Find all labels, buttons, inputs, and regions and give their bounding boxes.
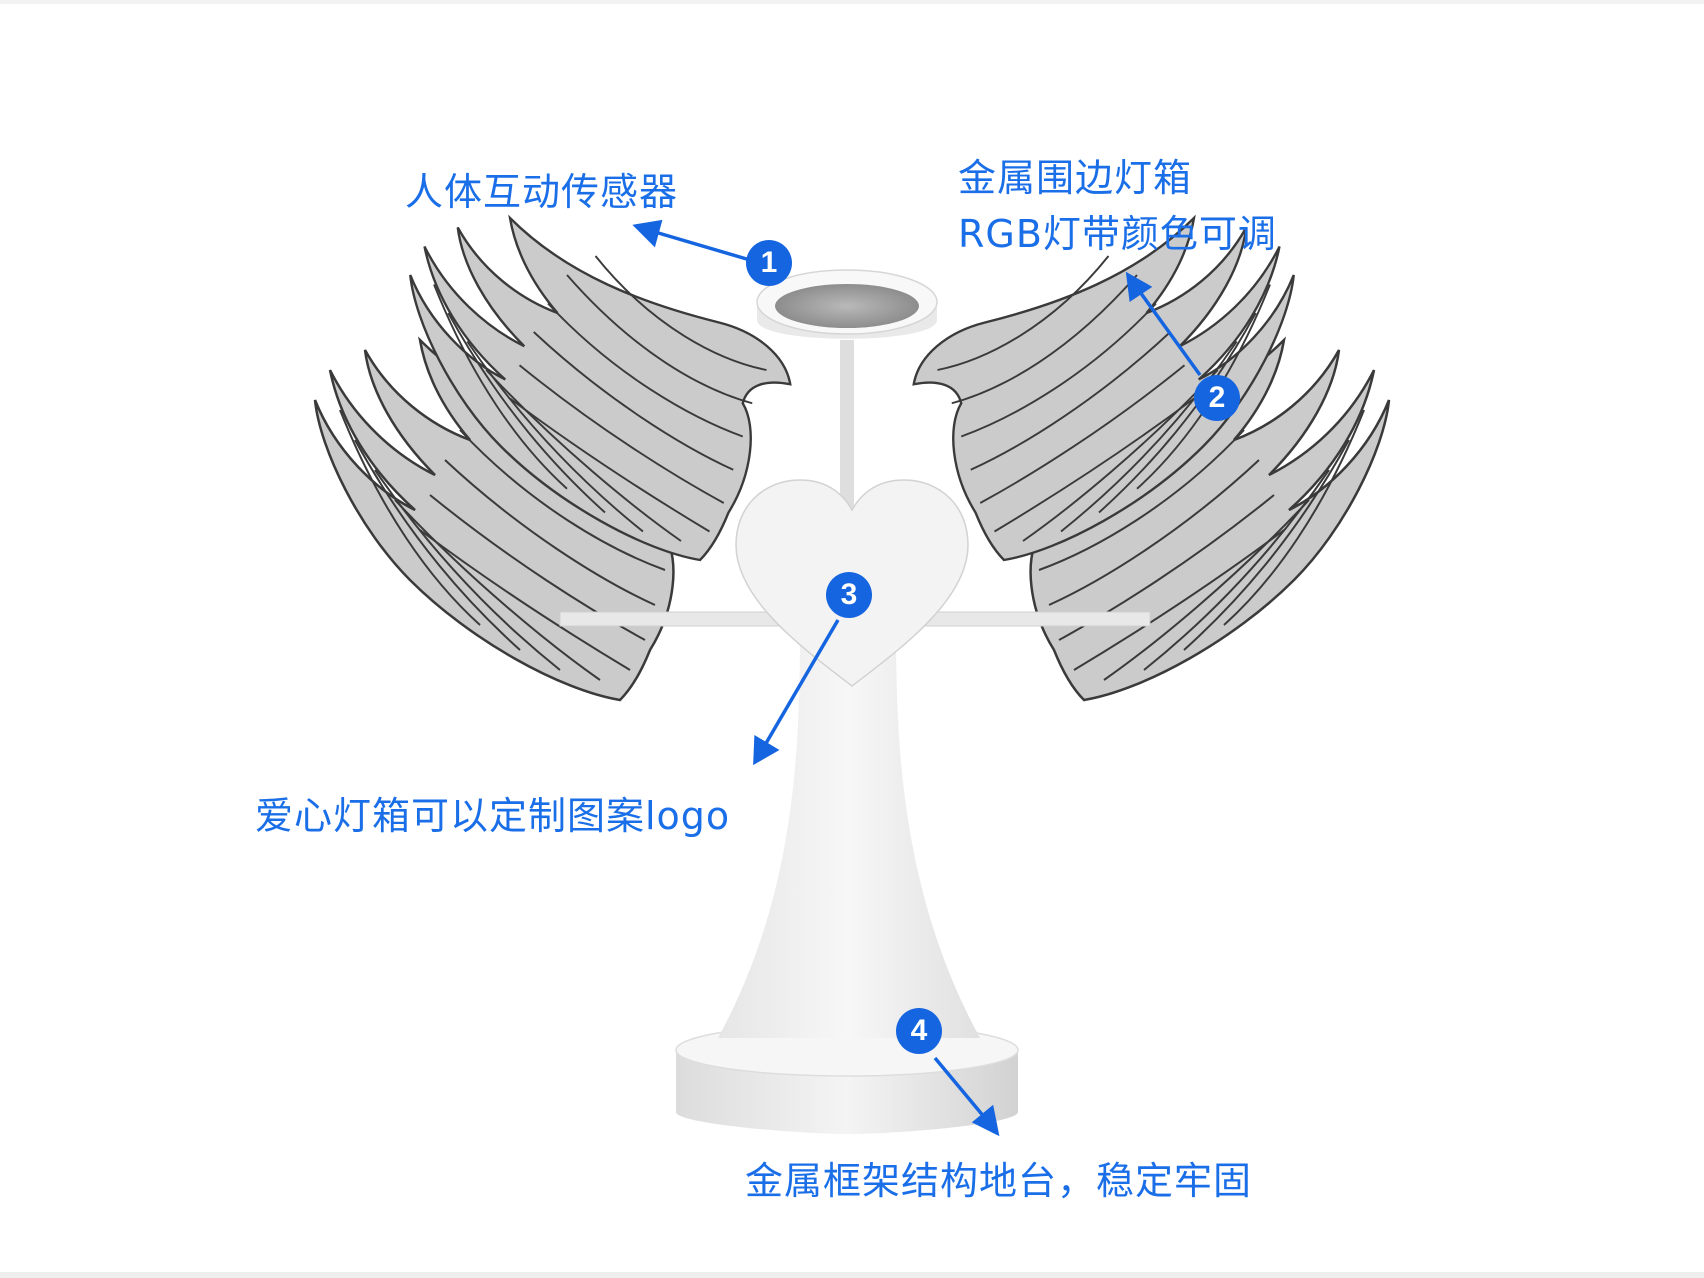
callout-label-2: 金属围边灯箱 RGB灯带颜色可调 bbox=[958, 150, 1277, 262]
halo-ring bbox=[756, 269, 938, 339]
callout-arrow-3 bbox=[753, 619, 840, 766]
callout-4-line-1: 金属框架结构地台，稳定牢固 bbox=[745, 1159, 1253, 1203]
callout-badge-4: 4 bbox=[896, 1008, 942, 1054]
callout-2-line-1: 金属围边灯箱 bbox=[958, 156, 1193, 200]
callout-label-4: 金属框架结构地台，稳定牢固 bbox=[745, 1157, 1252, 1205]
right-wing bbox=[912, 216, 1391, 702]
callout-2-line-2: RGB灯带颜色可调 bbox=[958, 212, 1277, 256]
bottom-edge-band bbox=[0, 1272, 1704, 1278]
callout-1-line-1: 人体互动传感器 bbox=[405, 170, 679, 214]
callout-3-line-1: 爱心灯箱可以定制图案logo bbox=[255, 794, 731, 838]
callout-badge-1: 1 bbox=[746, 240, 792, 286]
callout-label-1: 人体互动传感器 bbox=[405, 168, 678, 216]
callout-arrow-1 bbox=[632, 219, 751, 262]
callout-label-3: 爱心灯箱可以定制图案logo bbox=[255, 792, 730, 840]
callout-arrow-4 bbox=[933, 1056, 1000, 1137]
callout-badge-3: 3 bbox=[826, 572, 872, 618]
callout-badge-2: 2 bbox=[1194, 375, 1240, 421]
top-edge-band bbox=[0, 0, 1704, 4]
pedestal-base bbox=[675, 1023, 1019, 1134]
left-wing bbox=[313, 216, 792, 702]
callout-arrow-2 bbox=[1125, 271, 1202, 377]
halo-pole bbox=[840, 340, 854, 520]
pillar-stand bbox=[718, 630, 980, 1038]
